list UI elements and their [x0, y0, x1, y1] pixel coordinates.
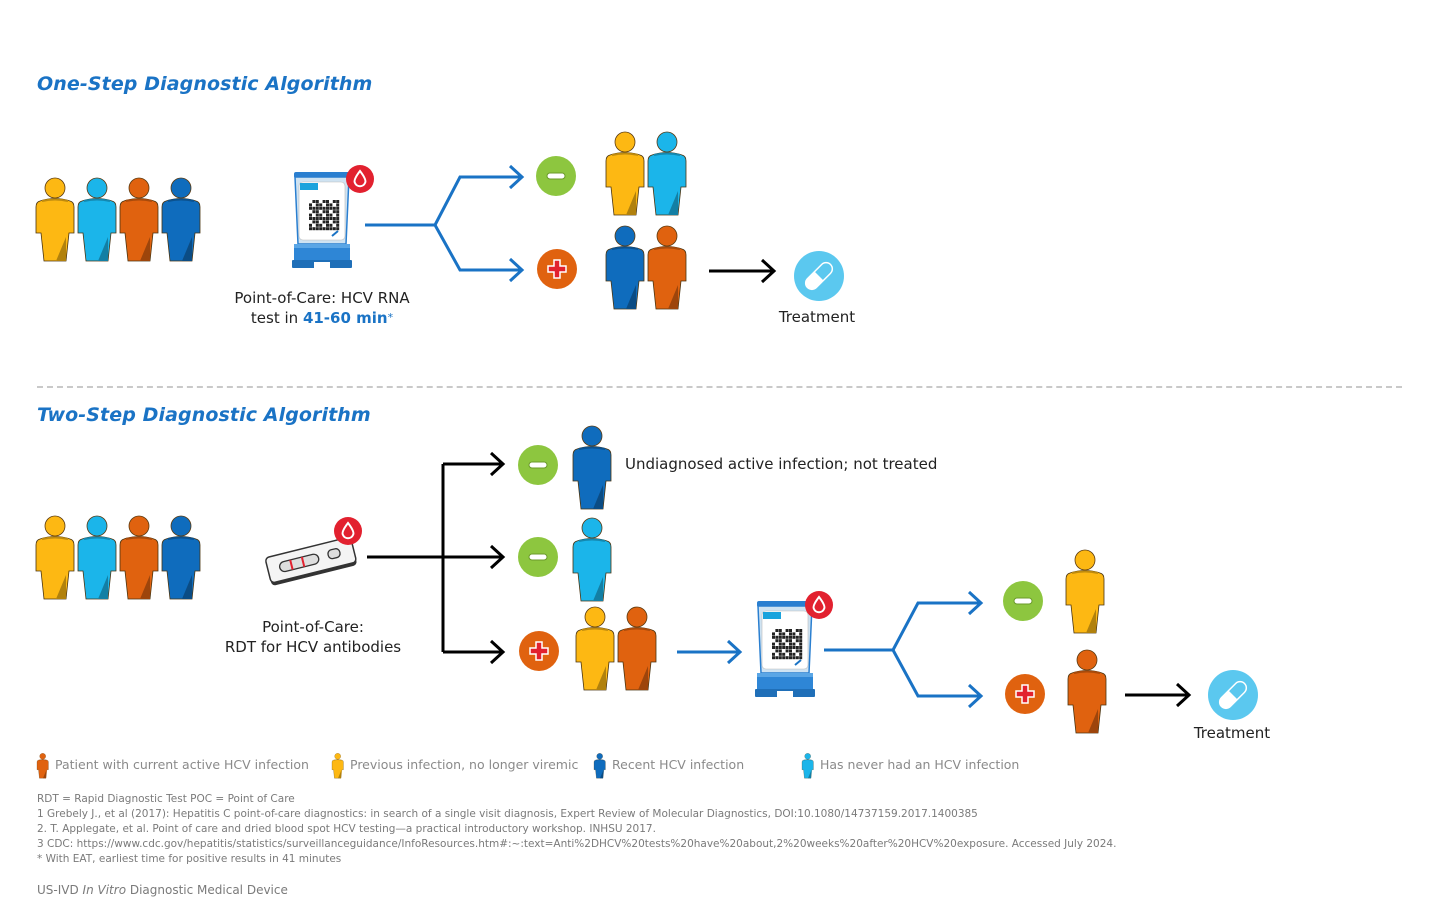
population-person-icon — [77, 515, 117, 600]
branch-3-person-icon — [617, 606, 657, 691]
two-step-cartridge-icon — [755, 601, 815, 697]
person-icon — [593, 753, 606, 779]
negative-person-icon — [647, 131, 687, 216]
branch-1-person-icon — [572, 425, 612, 510]
caption-prefix: test in — [250, 309, 303, 327]
branch-2-person-icon — [572, 517, 612, 602]
confirm-negative-person-icon — [1065, 549, 1105, 634]
branch-3-person-icon — [575, 606, 615, 691]
undiagnosed-note: Undiagnosed active infection; not treate… — [625, 455, 938, 473]
legend-label: Has never had an HCV infection — [820, 756, 1020, 772]
legend-person-icon — [331, 753, 344, 779]
branch-3-positive-icon — [519, 631, 559, 671]
legend-person-icon — [801, 753, 814, 779]
person-icon — [801, 753, 814, 779]
reference-2: 2. T. Applegate, et al. Point of care an… — [37, 823, 656, 835]
two-step-treatment-icon — [1208, 670, 1258, 720]
population-person-icon — [35, 177, 75, 262]
one-step-positive-icon — [537, 249, 577, 289]
two-step-branch-2-arrow — [443, 544, 506, 570]
rdt-strip-icon — [265, 536, 357, 586]
caption-line-1: Point-of-Care: — [262, 618, 364, 636]
one-step-negative-icon — [536, 156, 576, 196]
one-step-cartridge-icon — [292, 172, 352, 268]
branch-1-negative-icon — [518, 445, 558, 485]
legend-label: Patient with current active HCV infectio… — [55, 756, 309, 772]
to-treatment-arrow — [709, 258, 777, 284]
one-step-treatment-icon — [794, 251, 844, 301]
confirm-negative-arrow — [891, 590, 984, 651]
one-step-positive-arrow — [433, 224, 525, 283]
negative-person-icon — [605, 131, 645, 216]
population-person-icon — [119, 177, 159, 262]
section-divider — [37, 386, 1402, 388]
two-step-branch-1-arrow — [443, 451, 506, 477]
population-person-icon — [77, 177, 117, 262]
person-icon — [331, 753, 344, 779]
confirm-positive-person-icon — [1067, 649, 1107, 734]
confirm-negative-icon — [1003, 581, 1043, 621]
legend-label: Previous infection, no longer viremic — [350, 756, 579, 772]
footnote-star: * — [387, 311, 394, 324]
positive-person-icon — [605, 225, 645, 310]
confirm-positive-icon — [1005, 674, 1045, 714]
abbreviations: RDT = Rapid Diagnostic Test POC = Point … — [37, 793, 295, 805]
footnote-star-text: * With EAT, earliest time for positive r… — [37, 853, 342, 865]
confirm-blood-drop-icon — [805, 591, 833, 619]
two-step-test-caption: Point-of-Care: RDT for HCV antibodies — [213, 617, 413, 657]
legend-item-never: Has never had an HCV infection — [801, 753, 1020, 779]
caption-line-1: Point-of-Care: HCV RNA — [234, 289, 410, 307]
legend-person-icon — [36, 753, 49, 779]
to-treatment-arrow-2 — [1125, 682, 1192, 708]
device-italic: In Vitro — [82, 883, 127, 897]
treatment-label-2: Treatment — [1193, 724, 1271, 742]
device-prefix: US-IVD — [37, 883, 83, 897]
to-confirm-test-arrow — [677, 639, 743, 665]
legend-person-icon — [593, 753, 606, 779]
reference-1: 1 Grebely J., et al (2017): Hepatitis C … — [37, 808, 978, 820]
caption-line-2: RDT for HCV antibodies — [224, 638, 402, 656]
legend-label: Recent HCV infection — [612, 756, 745, 772]
population-person-icon — [161, 515, 201, 600]
one-step-test-caption: Point-of-Care: HCV RNA test in 41-60 min… — [222, 288, 422, 328]
device-statement: US-IVD In Vitro Diagnostic Medical Devic… — [37, 883, 288, 897]
one-step-title: One-Step Diagnostic Algorithm — [37, 73, 373, 95]
one-step-blood-drop-icon — [346, 165, 374, 193]
branch-2-negative-icon — [518, 537, 558, 577]
two-step-title: Two-Step Diagnostic Algorithm — [37, 404, 371, 426]
legend-item-previous: Previous infection, no longer viremic — [331, 753, 579, 779]
treatment-label-1: Treatment — [778, 308, 856, 326]
population-person-icon — [119, 515, 159, 600]
positive-person-icon — [647, 225, 687, 310]
legend-item-active: Patient with current active HCV infectio… — [36, 753, 309, 779]
one-step-negative-arrow — [433, 164, 525, 226]
device-suffix: Diagnostic Medical Device — [126, 883, 288, 897]
reference-3: 3 CDC: https://www.cdc.gov/hepatitis/sta… — [37, 838, 1117, 850]
time-highlight: 41-60 min — [302, 309, 388, 327]
two-step-branch-3-arrow — [443, 639, 506, 665]
person-icon — [36, 753, 49, 779]
population-person-icon — [161, 177, 201, 262]
two-step-blood-drop-icon — [334, 517, 362, 545]
population-person-icon — [35, 515, 75, 600]
caption-line-2: test in 41-60 min* — [222, 308, 422, 328]
legend-item-recent: Recent HCV infection — [593, 753, 745, 779]
confirm-positive-arrow — [891, 649, 984, 709]
